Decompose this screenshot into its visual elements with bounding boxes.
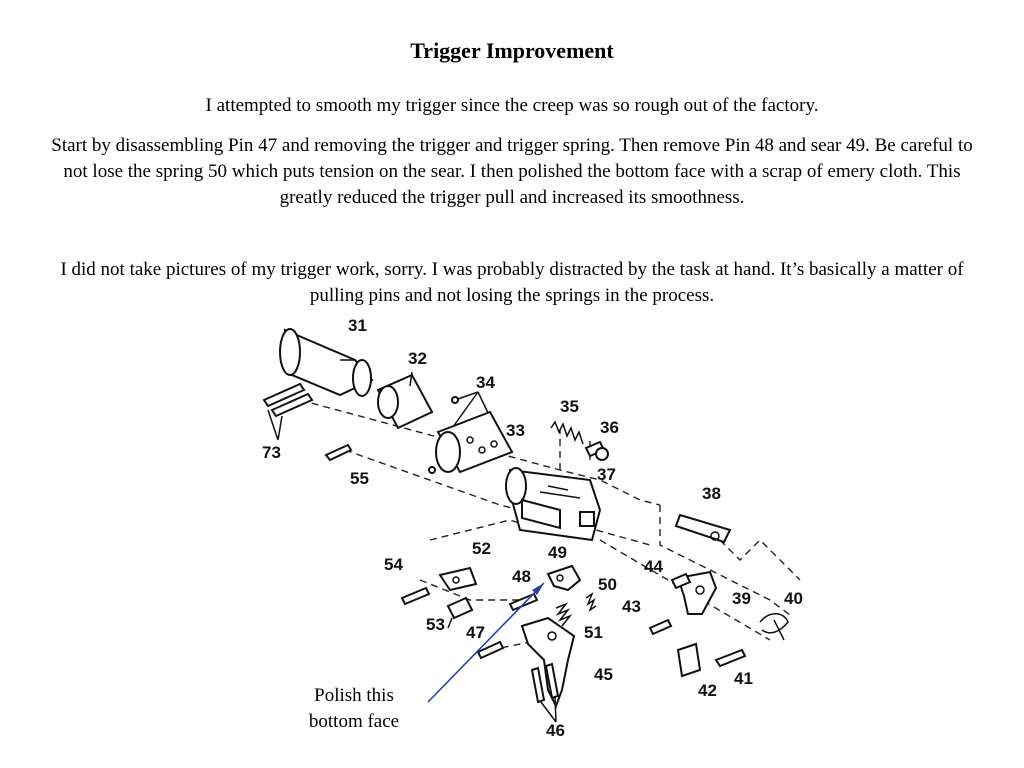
part-51-spring (555, 602, 573, 627)
part-73-pins (262, 382, 314, 441)
label-47: 47 (466, 623, 485, 642)
label-49: 49 (548, 543, 567, 562)
part-50-spring (585, 592, 597, 612)
part-55-pin (324, 443, 353, 462)
part-35-spring (550, 420, 584, 445)
label-45: 45 (594, 665, 613, 684)
label-52: 52 (472, 539, 491, 558)
label-39: 39 (732, 589, 751, 608)
label-42: 42 (698, 681, 717, 700)
label-51: 51 (584, 623, 603, 642)
part-labels: 31 32 34 33 35 36 37 38 39 40 41 42 43 4… (262, 316, 803, 740)
part-44-link (670, 572, 692, 590)
label-41: 41 (734, 669, 753, 688)
label-32: 32 (408, 349, 427, 368)
intro-paragraph: I attempted to smooth my trigger since t… (205, 95, 819, 116)
label-54: 54 (384, 555, 403, 574)
label-48: 48 (512, 567, 531, 586)
polish-caption: Polish this bottom face (308, 685, 400, 732)
part-37-receiver (505, 467, 602, 542)
label-53: 53 (426, 615, 445, 634)
label-35: 35 (560, 397, 579, 416)
label-43: 43 (622, 597, 641, 616)
part-31-housing-tube (279, 328, 374, 397)
label-44: 44 (644, 557, 663, 576)
part-38-lever (674, 513, 732, 544)
label-37: 37 (597, 465, 616, 484)
label-55: 55 (350, 469, 369, 488)
part-47-pin (476, 640, 505, 660)
part-32-bushing (376, 371, 434, 430)
label-50: 50 (598, 575, 617, 594)
label-36: 36 (600, 418, 619, 437)
part-49-sear (546, 564, 582, 592)
part-43-pin (648, 618, 673, 636)
label-46: 46 (546, 721, 565, 740)
part-42-bracket (676, 642, 702, 678)
part-52-bracket (438, 566, 478, 592)
label-73: 73 (262, 443, 281, 462)
part-46-screws (530, 662, 560, 723)
polish-pointer-arrow (427, 582, 545, 703)
label-31: 31 (348, 316, 367, 335)
part-33-cylinder (428, 410, 514, 474)
label-33: 33 (506, 421, 525, 440)
part-54-pin (400, 586, 431, 606)
part-40-spring-clip (759, 613, 789, 641)
part-41-pin (714, 648, 747, 668)
part-48-pin (508, 592, 539, 612)
label-34: 34 (476, 373, 495, 392)
label-40: 40 (784, 589, 803, 608)
apology-paragraph: I did not take pictures of my trigger wo… (60, 259, 964, 306)
part-53-clip (446, 596, 474, 629)
label-38: 38 (702, 484, 721, 503)
page-title: Trigger Improvement (410, 38, 614, 63)
part-36-plunger (584, 440, 609, 461)
part-45-trigger (520, 616, 576, 709)
instructions-paragraph: Start by disassembling Pin 47 and removi… (51, 135, 973, 208)
